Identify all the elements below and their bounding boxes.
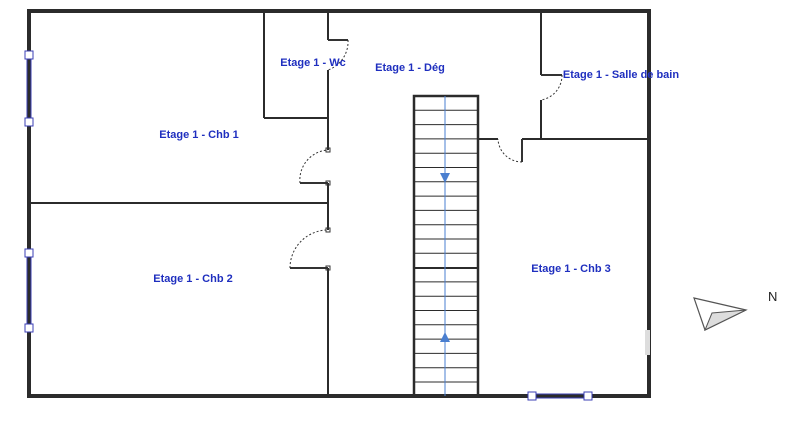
doors xyxy=(289,39,563,271)
room-label-chb3: Etage 1 - Chb 3 xyxy=(531,263,611,275)
door-chb2-icon xyxy=(289,227,331,271)
wall-marker xyxy=(645,330,650,355)
windows xyxy=(24,50,593,401)
room-label-deg: Etage 1 - Dég xyxy=(375,62,445,74)
window-chb1-icon xyxy=(24,50,34,127)
room-label-sdb: Etage 1 - Salle de bain xyxy=(562,69,680,81)
north-arrow-icon xyxy=(693,297,748,332)
door-chb3-icon xyxy=(497,138,523,163)
interior-walls xyxy=(29,11,649,396)
room-label-wc: Etage 1 - Wc xyxy=(280,57,346,69)
stair-arrow-up-icon xyxy=(440,332,450,342)
room-label-chb2: Etage 1 - Chb 2 xyxy=(153,273,233,285)
staircase xyxy=(412,94,480,398)
door-wc-icon xyxy=(327,39,349,71)
stair-arrow-down-icon xyxy=(440,173,450,183)
room-label-chb1: Etage 1 - Chb 1 xyxy=(159,129,239,141)
door-chb1-icon xyxy=(299,147,331,186)
window-chb2-icon xyxy=(24,248,34,333)
window-chb3-icon xyxy=(527,391,593,401)
staircase-outline xyxy=(412,94,480,398)
door-sdb-icon xyxy=(540,74,563,101)
north-label: N xyxy=(768,289,778,304)
